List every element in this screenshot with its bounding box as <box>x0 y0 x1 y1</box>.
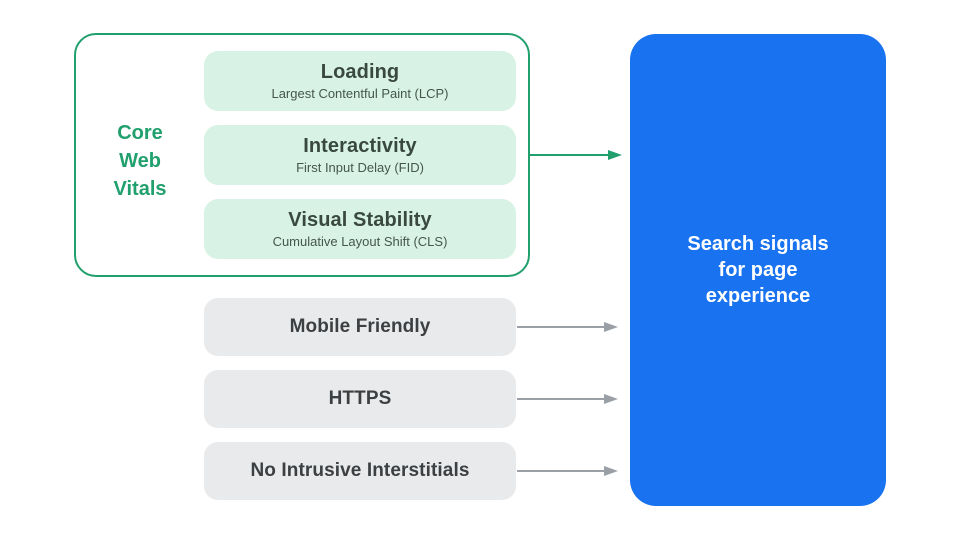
signal-card-title: Visual Stability <box>288 209 432 231</box>
signal-card-label: HTTPS <box>328 388 392 409</box>
search-signals-label-line: experience <box>705 285 811 307</box>
signal-card-label: Mobile Friendly <box>289 316 431 337</box>
signal-card-label: No Intrusive Interstitials <box>250 460 470 481</box>
search-signals-label-line: for page <box>718 259 798 281</box>
signal-card-visual-stability: Visual Stability Cumulative Layout Shift… <box>204 199 516 259</box>
search-signals-box: Search signals for page experience <box>630 34 886 506</box>
signal-card-no-intrusive-interstitials: No Intrusive Interstitials <box>204 442 516 500</box>
core-web-vitals-label-line: Web <box>119 150 161 172</box>
search-signals-label: Search signals for page experience <box>687 231 828 309</box>
arrow-right-icon <box>530 150 622 160</box>
signal-card-loading: Loading Largest Contentful Paint (LCP) <box>204 51 516 111</box>
arrow-right-icon <box>517 394 618 404</box>
search-signals-label-line: Search signals <box>687 233 829 255</box>
arrow-right-icon <box>517 466 618 476</box>
signal-card-mobile-friendly: Mobile Friendly <box>204 298 516 356</box>
signal-card-subtitle: Largest Contentful Paint (LCP) <box>271 86 449 101</box>
signal-card-subtitle: First Input Delay (FID) <box>296 160 424 175</box>
core-web-vitals-label-line: Core <box>117 122 163 144</box>
core-web-vitals-label: Core Web Vitals <box>92 119 188 203</box>
signal-card-title: Loading <box>320 61 400 83</box>
signal-card-subtitle: Cumulative Layout Shift (CLS) <box>272 234 448 249</box>
arrow-right-icon <box>517 322 618 332</box>
signal-card-interactivity: Interactivity First Input Delay (FID) <box>204 125 516 185</box>
core-web-vitals-label-line: Vitals <box>113 178 167 200</box>
signal-card-title: Interactivity <box>303 135 417 157</box>
signal-card-https: HTTPS <box>204 370 516 428</box>
